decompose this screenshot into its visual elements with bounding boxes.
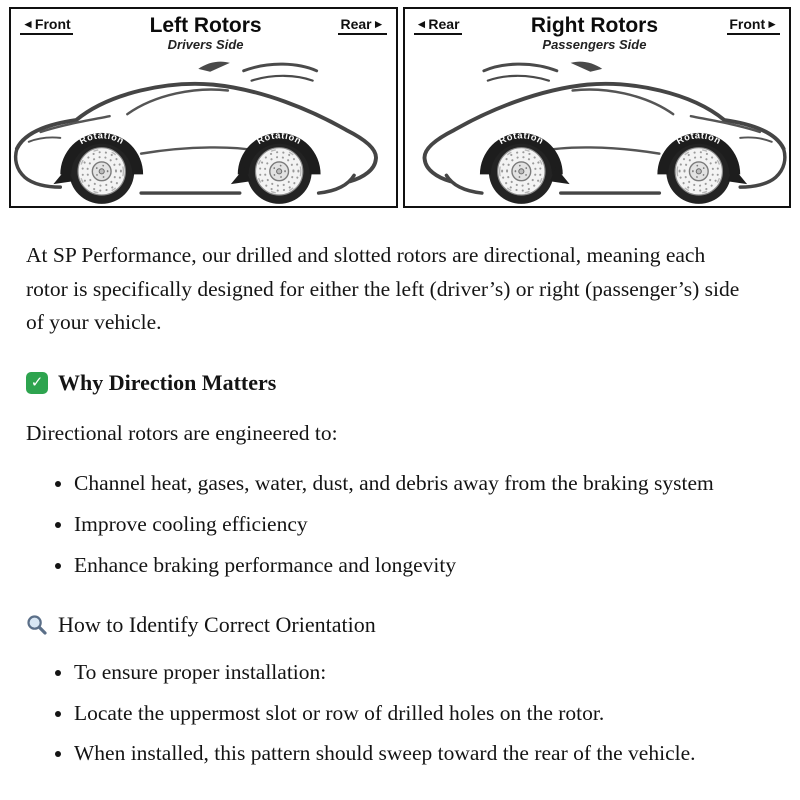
list-item: Improve cooling efficiency (74, 508, 746, 542)
rotation-label: Rotation (78, 130, 126, 146)
section-title: How to Identify Correct Orientation (58, 612, 376, 638)
arrow-right-icon: ► (372, 17, 385, 31)
svg-text:Rotation: Rotation (497, 130, 545, 146)
section-title: Why Direction Matters (58, 369, 277, 395)
right-panel-titles: Right Rotors Passengers Side (531, 14, 658, 52)
rear-direction-label: ◄ Rear (413, 16, 462, 35)
panel-subtitle: Passengers Side (542, 36, 647, 52)
intro-paragraph: At SP Performance, our drilled and slott… (26, 243, 740, 335)
list-item: Locate the uppermost slot or row of dril… (74, 697, 746, 731)
list-item: Channel heat, gases, water, dust, and de… (74, 467, 746, 501)
rotation-label: Rotation (255, 130, 303, 146)
arrow-left-icon: ◄ (415, 17, 428, 31)
svg-text:Rotation: Rotation (255, 130, 303, 146)
front-direction-label: Front ► (727, 16, 780, 35)
section-heading-why-direction-matters: ✓ Why Direction Matters (26, 366, 746, 400)
rotor-direction-diagram: ◄ Front Left Rotors Drivers Side Rear ► … (0, 0, 800, 212)
section1-bullet-list: Channel heat, gases, water, dust, and de… (26, 467, 746, 582)
rotation-label: Rotation (497, 130, 545, 146)
list-item: Enhance braking performance and longevit… (74, 549, 746, 583)
section-heading-identify-orientation: How to Identify Correct Orientation (26, 608, 746, 642)
check-icon: ✓ (26, 371, 48, 394)
rotation-label: Rotation (674, 130, 722, 146)
right-panel-header: ◄ Rear Right Rotors Passengers Side Fron… (405, 9, 790, 52)
right-car-illustration: Rotation Rotation (405, 52, 790, 206)
left-car-illustration: Rotation Rotation (11, 52, 396, 206)
front-direction-label: ◄ Front (20, 16, 73, 35)
panel-title: Left Rotors (149, 14, 262, 37)
svg-text:Rotation: Rotation (78, 130, 126, 146)
panel-title: Right Rotors (530, 14, 659, 37)
list-item: To ensure proper installation: (74, 656, 746, 690)
list-item: When installed, this pattern should swee… (74, 737, 746, 771)
arrow-right-icon: ► (766, 17, 778, 31)
rear-direction-label: Rear ► (338, 16, 387, 35)
arrow-left-icon: ◄ (22, 17, 34, 31)
article: At SP Performance, our drilled and slott… (0, 212, 800, 771)
section2-bullet-list: To ensure proper installation: Locate th… (26, 656, 746, 771)
left-rotors-panel: ◄ Front Left Rotors Drivers Side Rear ► … (9, 7, 398, 208)
magnifier-icon (27, 615, 47, 635)
panel-subtitle: Drivers Side (167, 36, 244, 52)
svg-text:Rotation: Rotation (674, 130, 722, 146)
right-rotors-panel: ◄ Rear Right Rotors Passengers Side Fron… (402, 7, 791, 208)
section1-lead: Directional rotors are engineered to: (26, 420, 338, 445)
left-panel-header: ◄ Front Left Rotors Drivers Side Rear ► (11, 9, 396, 52)
left-panel-titles: Left Rotors Drivers Side (150, 14, 262, 52)
